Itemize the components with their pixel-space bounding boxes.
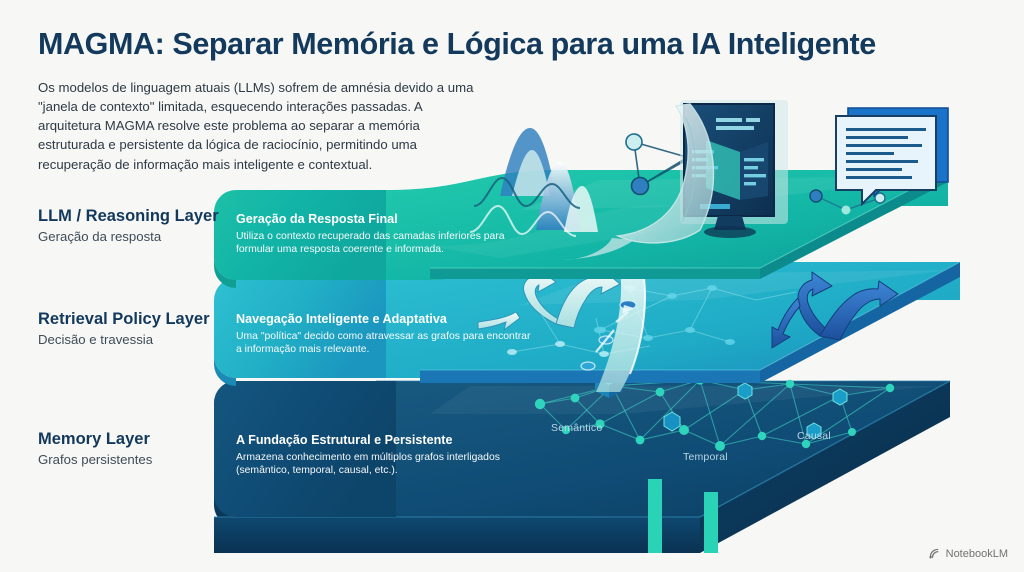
slab-text-llm-title: Geração da Resposta Final <box>236 212 398 226</box>
retrieval-dark-arrows <box>771 271 899 349</box>
slab-text-retrieval-title: Navegação Inteligente e Adaptativa <box>236 312 447 326</box>
slab-text-llm-body: Utiliza o contexto recuperado das camada… <box>236 231 505 256</box>
slab-text-retrieval: Navegação Inteligente e Adaptativa Uma "… <box>236 312 536 357</box>
memory-pillar-1 <box>648 479 662 553</box>
slab-text-memory: A Fundação Estrutural e Persistente Arma… <box>236 433 536 478</box>
layer-label-retrieval-title: Retrieval Policy Layer <box>38 310 210 328</box>
page-intro-paragraph: Os modelos de linguagem atuais (LLMs) so… <box>38 80 474 172</box>
memory-layer-slab <box>214 371 951 553</box>
layer-label-llm-title: LLM / Reasoning Layer <box>38 207 219 225</box>
layer-label-llm-subtitle: Geração da resposta <box>38 228 162 244</box>
notebooklm-label: NotebookLM <box>945 547 1008 560</box>
graph-caption-semantic: Semântico <box>551 422 603 434</box>
layer-label-retrieval: Retrieval Policy Layer Decisão e travess… <box>38 310 228 348</box>
layer-label-memory: Memory Layer Grafos persistentes <box>38 430 228 468</box>
graph-caption-causal: Causal <box>797 430 831 442</box>
slab-text-memory-body: Armazena conhecimento em múltiplos grafo… <box>236 452 500 477</box>
llm-node-graph-right <box>809 189 886 215</box>
llm-layer-slab <box>214 100 949 288</box>
layer-label-memory-subtitle: Grafos persistentes <box>38 451 153 467</box>
notebooklm-icon <box>928 547 941 560</box>
notebooklm-watermark: NotebookLM <box>928 547 1008 560</box>
layer-label-retrieval-subtitle: Decisão e travessia <box>38 331 154 347</box>
chat-bubble-graphic <box>835 107 949 207</box>
layer-label-memory-title: Memory Layer <box>38 430 150 448</box>
retrieval-light-arrows <box>477 267 621 331</box>
graph-caption-temporal: Temporal <box>683 451 728 463</box>
slab-text-retrieval-body: Uma "política" decido como atravessar as… <box>236 331 531 356</box>
layer-label-llm: LLM / Reasoning Layer Geração da respost… <box>38 207 228 245</box>
slab-text-llm: Geração da Resposta Final Utiliza o cont… <box>236 212 536 257</box>
page-title: MAGMA: Separar Memória e Lógica para uma… <box>38 27 876 61</box>
memory-pillar-2 <box>704 492 718 553</box>
context-sail-graphic <box>562 103 715 260</box>
signal-waveform-graphic <box>469 128 598 237</box>
slab-text-memory-title: A Fundação Estrutural e Persistente <box>236 433 453 447</box>
context-flow-ribbon <box>580 257 646 392</box>
